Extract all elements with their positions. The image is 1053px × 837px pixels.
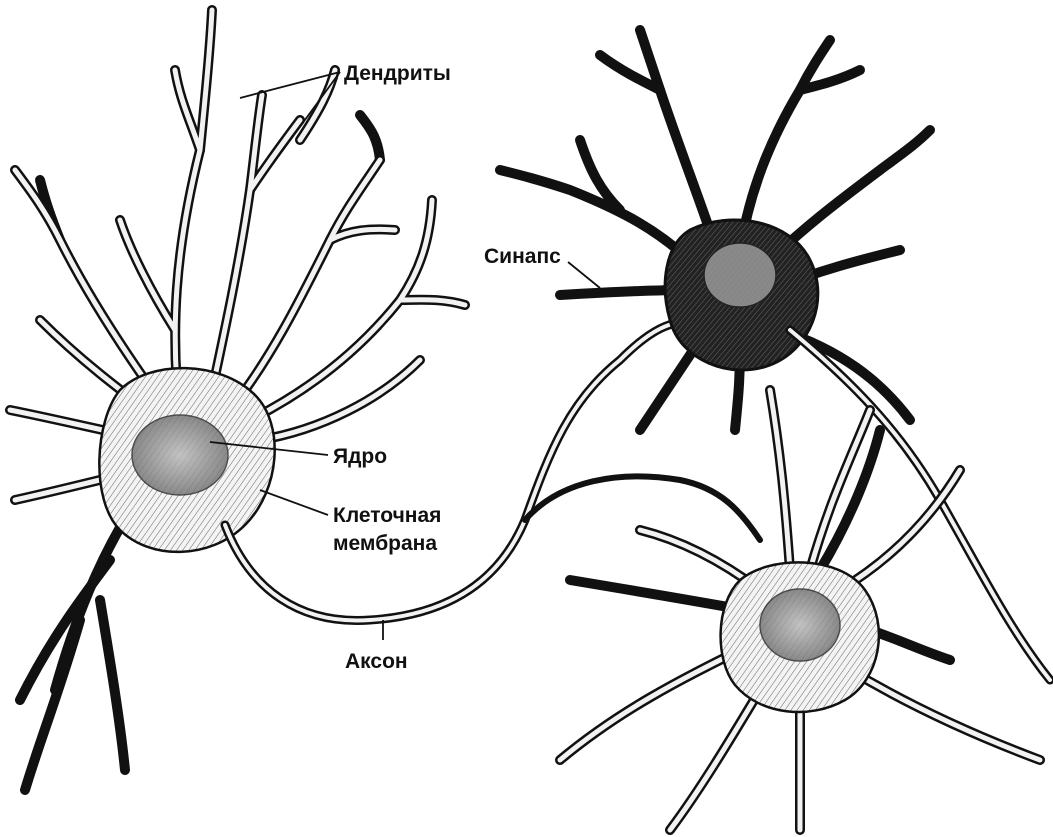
dendrites-label: Дендриты — [344, 62, 451, 85]
nucleus-label: Ядро — [333, 445, 387, 468]
lower-right-neuron-nucleus — [760, 589, 840, 661]
synapse-label: Синапс — [484, 245, 561, 268]
synapse-leader — [568, 262, 600, 288]
upper-right-neuron-nucleus — [704, 243, 776, 307]
left-neuron — [10, 10, 760, 790]
membrane-leader — [260, 490, 328, 515]
dendrites-leader-2 — [272, 72, 340, 165]
axon-label: Аксон — [345, 650, 408, 673]
membrane-label-line1: Клеточная — [333, 504, 441, 527]
membrane-label-line2: мембрана — [333, 532, 437, 555]
lower-right-neuron — [560, 390, 1040, 830]
left-neuron-nucleus — [132, 415, 228, 495]
left-neuron-axon — [225, 320, 700, 620]
